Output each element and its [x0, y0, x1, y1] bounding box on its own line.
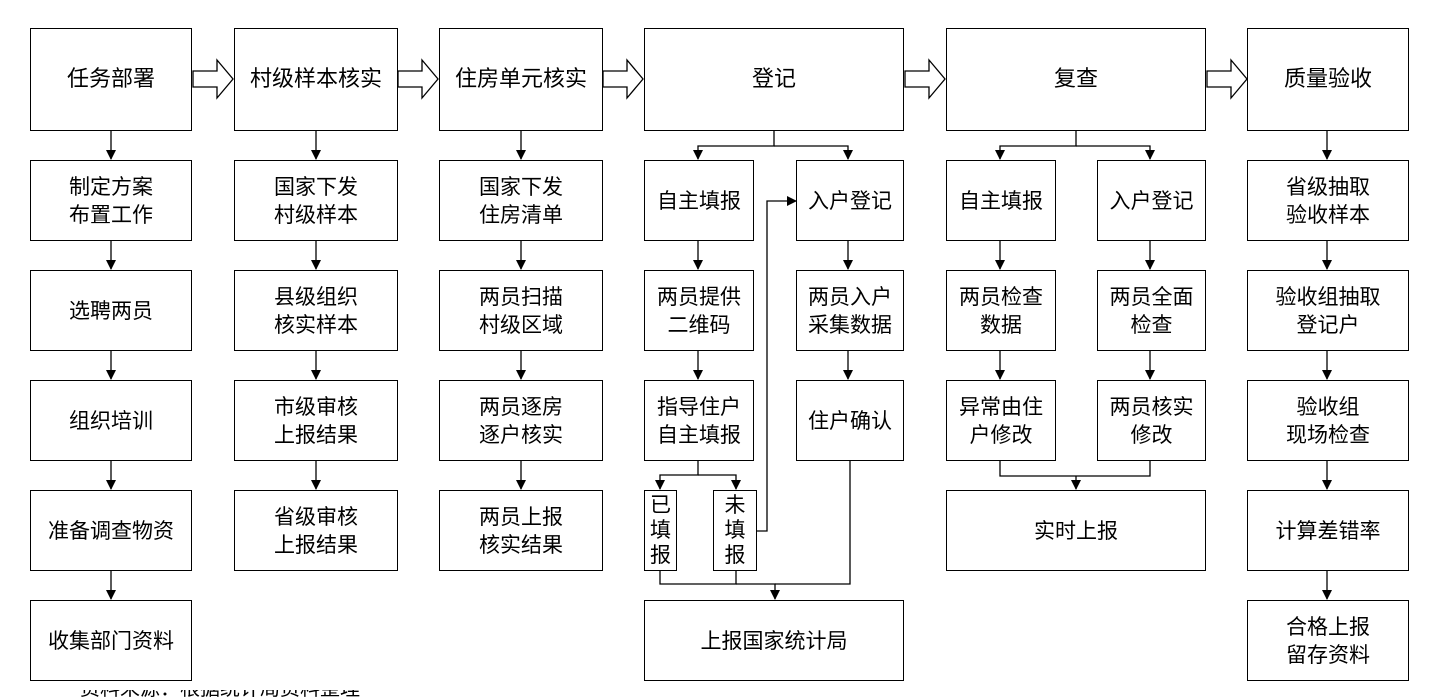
step-training: 组织培训: [30, 380, 192, 461]
step-report-nbs: 上报国家统计局: [644, 600, 904, 681]
step-door-registration: 入户登记: [796, 160, 904, 241]
review-door-registration: 入户登记: [1097, 160, 1206, 241]
qa-report-archive: 合格上报 留存资料: [1247, 600, 1409, 681]
qa-select-households: 验收组抽取 登记户: [1247, 270, 1409, 351]
clipped-caption: 资料来源：根据统计局资料整理: [80, 690, 580, 700]
step-prepare-materials: 准备调查物资: [30, 490, 192, 571]
step-province-review: 省级审核 上报结果: [234, 490, 398, 571]
stage-arrow-5: [1206, 58, 1248, 100]
step-county-verify-sample: 县级组织 核实样本: [234, 270, 398, 351]
review-full-check: 两员全面 检查: [1097, 270, 1206, 351]
step-verify-each-household: 两员逐房 逐户核实: [439, 380, 603, 461]
review-staff-fix: 两员核实 修改: [1097, 380, 1206, 461]
stage-arrow-1: [192, 58, 234, 100]
stage-flow-arrows: [192, 58, 1248, 100]
step-make-plan: 制定方案 布置工作: [30, 160, 192, 241]
stage-registration: 登记: [644, 28, 904, 131]
qa-province-sample: 省级抽取 验收样本: [1247, 160, 1409, 241]
review-household-fix: 异常由住 户修改: [946, 380, 1056, 461]
step-collect-department-data: 收集部门资料: [30, 600, 192, 681]
step-household-confirm: 住户确认: [796, 380, 904, 461]
clipped-caption-text: 资料来源：根据统计局资料整理: [80, 690, 360, 700]
step-national-housing-list: 国家下发 住房清单: [439, 160, 603, 241]
stage-quality-acceptance: 质量验收: [1247, 28, 1409, 131]
step-national-village-sample: 国家下发 村级样本: [234, 160, 398, 241]
step-provide-qrcode: 两员提供 二维码: [644, 270, 754, 351]
stage-housing-unit-verification: 住房单元核实: [439, 28, 603, 131]
review-self-report: 自主填报: [946, 160, 1056, 241]
qa-site-inspection: 验收组 现场检查: [1247, 380, 1409, 461]
step-collect-data: 两员入户 采集数据: [796, 270, 904, 351]
step-not-reported: 未 填 报: [713, 490, 757, 571]
connectors: [106, 131, 1332, 600]
stage-arrow-3: [602, 58, 644, 100]
step-report-verification: 两员上报 核实结果: [439, 490, 603, 571]
step-guide-self-report: 指导住户 自主填报: [644, 380, 754, 461]
review-check-data: 两员检查 数据: [946, 270, 1056, 351]
review-realtime-report: 实时上报: [946, 490, 1206, 571]
step-hire-staff: 选聘两员: [30, 270, 192, 351]
qa-error-rate: 计算差错率: [1247, 490, 1409, 571]
stage-village-sample-verification: 村级样本核实: [234, 28, 398, 131]
step-city-review: 市级审核 上报结果: [234, 380, 398, 461]
stage-review: 复查: [946, 28, 1206, 131]
step-self-report: 自主填报: [644, 160, 754, 241]
stage-arrow-4: [904, 58, 946, 100]
step-scan-village-area: 两员扫描 村级区域: [439, 270, 603, 351]
step-already-reported: 已 填 报: [644, 490, 677, 571]
stage-arrow-2: [397, 58, 439, 100]
stage-task-deployment: 任务部署: [30, 28, 192, 131]
